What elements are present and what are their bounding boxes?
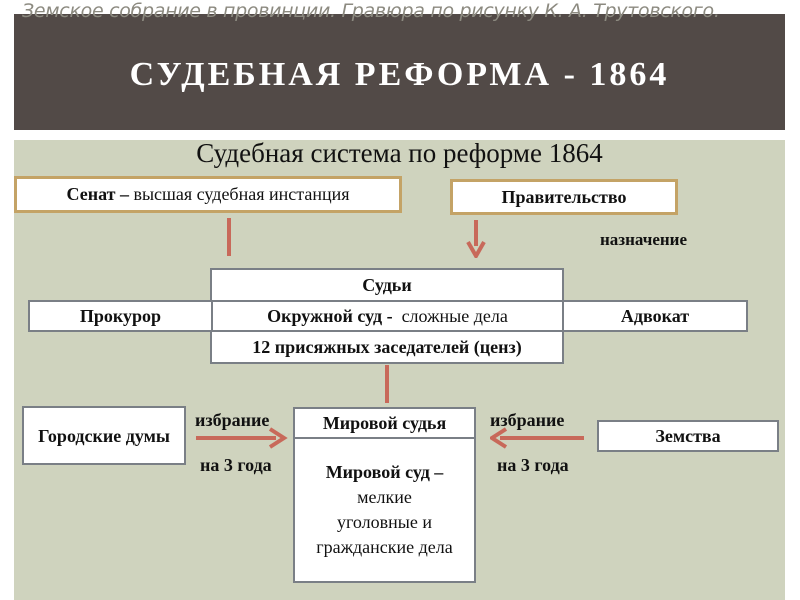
left-arrow-icon [490, 427, 584, 449]
appointment-label: назначение [600, 230, 688, 249]
image-caption: Земское собрание в провинции. Гравюра по… [22, 0, 720, 22]
prosecutor-cell: Прокурор [79, 305, 162, 326]
title-banner [14, 14, 785, 130]
lawyer-cell: Адвокат [620, 305, 690, 326]
peace-connector-line [385, 365, 389, 403]
election-left-label: избрание [195, 410, 270, 430]
term-right-label: на 3 года [497, 455, 569, 475]
right-arrow-icon [196, 427, 288, 449]
jurors-box: 12 присяжных заседателей (ценз) [210, 330, 564, 364]
district-court-desc: сложные дела [392, 305, 508, 326]
term-left-label: на 3 года [200, 455, 272, 475]
peace-court-desc: мелкие уголовные и гражданские дела [316, 487, 453, 557]
city-dumas-box: Городские думы [22, 406, 186, 465]
election-right-label: избрание [490, 410, 565, 430]
district-court-label: Окружной суд - [267, 305, 393, 326]
diagram-subtitle: Судебная система по реформе 1864 [196, 138, 603, 168]
senate-box: Сенат – высшая судебная инстанция [14, 176, 402, 213]
slide-title: СУДЕБНАЯ РЕФОРМА - 1864 [129, 56, 670, 93]
peace-court-box: Мировой суд – мелкие уголовные и граждан… [293, 437, 476, 583]
government-box: Правительство [450, 179, 678, 215]
district-court-cell: Окружной суд - сложные дела [211, 302, 564, 330]
down-arrow-icon [466, 220, 486, 258]
senate-label: Сенат – [66, 184, 129, 204]
district-court-row: Прокурор Окружной суд - сложные дела Адв… [28, 300, 748, 332]
senate-desc: высшая судебная инстанция [128, 184, 350, 204]
zemstvo-box: Земства [597, 420, 779, 452]
justice-of-peace-box: Мировой судья [293, 407, 476, 439]
judges-box: Судьи [210, 268, 564, 302]
senate-connector-line [227, 218, 231, 256]
peace-court-label: Мировой суд – [325, 462, 444, 482]
